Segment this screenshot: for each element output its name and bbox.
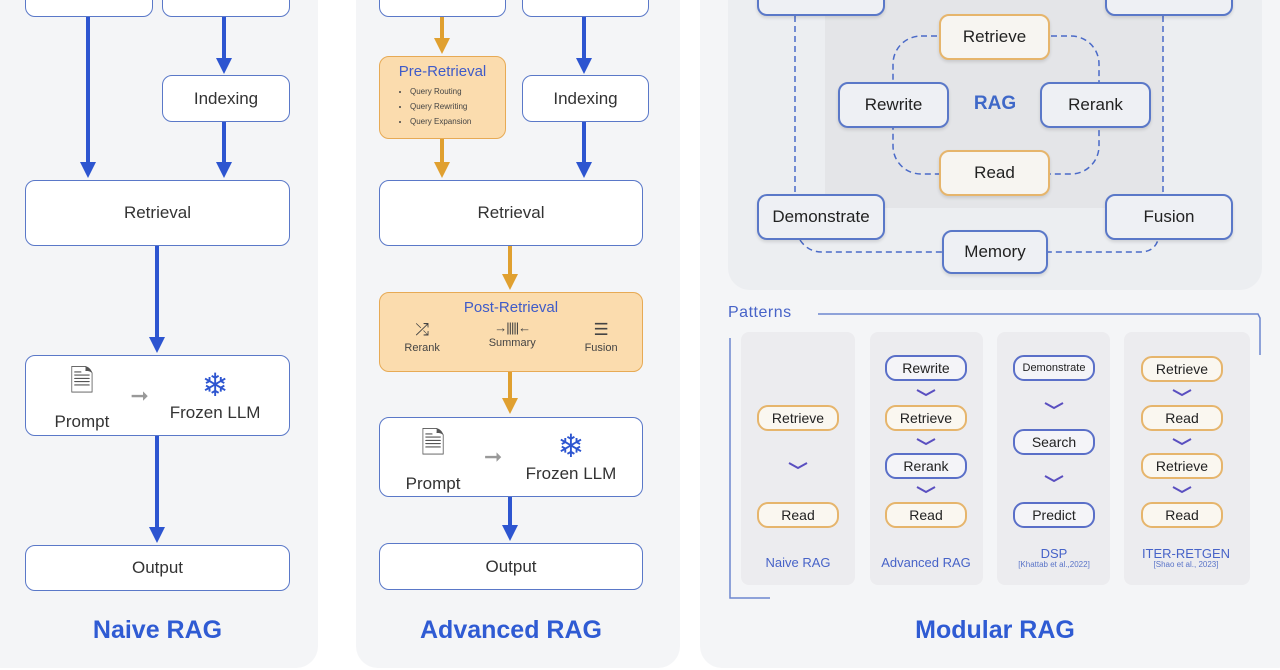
module-top-right [1105, 0, 1233, 16]
snowflake-icon: ❄ [557, 428, 585, 464]
shuffle-icon: ⤮ [415, 320, 429, 339]
modular-rag-title: Modular RAG [915, 616, 1075, 644]
pattern-step: Read [885, 502, 967, 528]
pattern-naive [741, 332, 855, 585]
pattern-name: Advanced RAG [881, 555, 971, 570]
module-top-left [757, 0, 885, 16]
pattern-step: Search [1013, 429, 1095, 455]
naive-rag-title: Naive RAG [92, 616, 223, 644]
rerank-label: Rerank [404, 342, 440, 354]
module-memory: Memory [942, 230, 1048, 274]
pattern-name: ITER-RETGEN [1141, 546, 1231, 561]
chevron-down-icon [1044, 475, 1064, 483]
pattern-name: Naive RAG [765, 555, 831, 570]
prompt-label: Prompt [405, 473, 461, 493]
pre-retrieval-box: Pre-Retrieval Query Routing Query Rewrit… [379, 56, 506, 139]
layers-icon: ☰ [593, 320, 609, 339]
pattern-step: Read [1141, 405, 1223, 431]
module-demonstrate: Demonstrate [757, 194, 885, 240]
pre-retrieval-item: Query Rewriting [410, 99, 471, 114]
advanced-documents-box [522, 0, 649, 17]
pattern-step: Retrieve [1141, 453, 1223, 479]
patterns-bracket [729, 313, 1261, 599]
naive-documents-box [162, 0, 290, 17]
advanced-prompt-llm-box: 🗎 Prompt ➞ ❄Frozen LLM [379, 417, 643, 497]
naive-retrieval-box: Retrieval [25, 180, 290, 246]
pattern-step: Rewrite [885, 355, 967, 381]
fusion-label: Fusion [584, 342, 618, 354]
chevron-down-icon [788, 462, 808, 470]
rag-center-label: RAG [973, 93, 1017, 114]
chevron-down-icon [1172, 486, 1192, 494]
pre-retrieval-item: Query Expansion [410, 114, 471, 129]
naive-query-box [25, 0, 153, 17]
pattern-citation: [Khattab et al.,2022] [1018, 560, 1090, 569]
naive-arrows [80, 16, 592, 543]
document-icon: 🗎 [69, 365, 94, 398]
pattern-step: Retrieve [1141, 356, 1223, 382]
chevron-down-icon [1172, 438, 1192, 446]
post-retrieval-title: Post-Retrieval [463, 299, 559, 316]
advanced-retrieval-box: Retrieval [379, 180, 643, 246]
pattern-citation: [Shao et al., 2023] [1153, 560, 1219, 569]
chevron-down-icon [916, 486, 936, 494]
naive-indexing-box: Indexing [162, 75, 290, 122]
pattern-step: Demonstrate [1013, 355, 1095, 381]
summary-label: Summary [488, 337, 536, 349]
pattern-step: Predict [1013, 502, 1095, 528]
snowflake-icon: ❄ [201, 366, 229, 403]
frozen-llm-label: Frozen LLM [169, 402, 261, 422]
advanced-output-box: Output [379, 543, 643, 590]
naive-output-box: Output [25, 545, 290, 591]
arrow-right-icon: ➞ [130, 382, 149, 408]
advanced-query-box [379, 0, 506, 17]
pattern-step: Retrieve [885, 405, 967, 431]
chevron-down-icon [916, 438, 936, 446]
advanced-orange-arrows [434, 16, 518, 414]
chevron-down-icon [1172, 389, 1192, 397]
frozen-llm-label: Frozen LLM [525, 464, 617, 483]
arrow-right-icon: ➞ [483, 444, 503, 469]
pattern-step: Retrieve [757, 405, 839, 431]
chevron-down-icon [916, 389, 936, 397]
module-retrieve: Retrieve [939, 14, 1050, 60]
advanced-indexing-box: Indexing [522, 75, 649, 122]
module-fusion: Fusion [1105, 194, 1233, 240]
prompt-label: Prompt [54, 412, 110, 431]
pre-retrieval-item: Query Routing [410, 84, 471, 99]
module-rewrite: Rewrite [838, 82, 949, 128]
pattern-name: DSP [1040, 546, 1068, 561]
module-read: Read [939, 150, 1050, 196]
patterns-label: Patterns [728, 304, 792, 321]
pattern-step: Read [1141, 502, 1223, 528]
module-rerank: Rerank [1040, 82, 1151, 128]
document-icon: 🗎 [421, 426, 446, 460]
pattern-step: Rerank [885, 453, 967, 479]
naive-prompt-llm-box: 🗎 Prompt ➞ ❄Frozen LLM [25, 355, 290, 436]
chevron-down-icon [1044, 402, 1064, 410]
pattern-step: Read [757, 502, 839, 528]
post-retrieval-box: Post-Retrieval ⤮ Rerank →|||||← Summary ☰ F… [379, 292, 643, 372]
advanced-rag-title: Advanced RAG [420, 616, 602, 644]
compress-icon: →|||||← [494, 320, 531, 335]
pre-retrieval-title: Pre-Retrieval [398, 63, 487, 80]
